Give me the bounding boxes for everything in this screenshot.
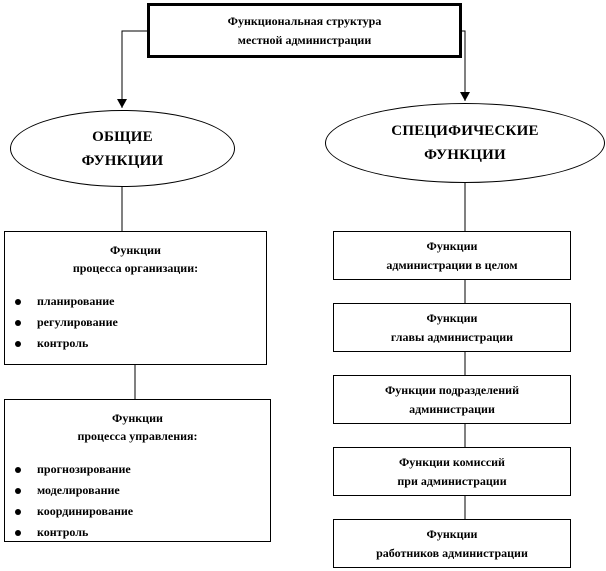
bullet-icon (15, 341, 21, 347)
list-item-label: регулирование (37, 315, 118, 329)
diagram-title-box: Функциональная структура местной админис… (147, 3, 462, 58)
employees-functions-line-1: Функции (426, 526, 478, 541)
commissions-functions-line-2: при администрации (397, 473, 507, 488)
administration-functions-line-1: Функции (426, 238, 478, 253)
organization-functions-box: Функции процесса организации: планирован… (4, 231, 267, 365)
bullet-icon (15, 530, 21, 536)
head-functions-box: Функции главы администрации (333, 303, 571, 352)
bullet-icon (15, 509, 21, 515)
administration-functions-line-2: администрации в целом (386, 257, 518, 272)
departments-functions-line-2: администрации (409, 401, 495, 416)
list-item-label: прогнозирование (37, 462, 131, 476)
list-item-label: контроль (37, 336, 89, 350)
management-functions-list: прогнозирование моделирование координиро… (5, 459, 270, 543)
departments-functions-box: Функции подразделений администрации (333, 375, 571, 424)
management-functions-heading: Функции процесса управления: (5, 400, 270, 445)
commissions-functions-line-1: Функции комиссий (399, 454, 505, 469)
general-functions-line-1: ОБЩИЕ (92, 128, 153, 145)
organization-functions-heading: Функции процесса организации: (5, 232, 266, 277)
employees-functions-box: Функции работников администрации (333, 519, 571, 568)
organization-functions-list: планирование регулирование контроль (5, 291, 266, 354)
list-item: регулирование (5, 312, 266, 333)
head-functions-line-2: главы администрации (390, 329, 514, 344)
organization-heading-line-1: Функции (110, 243, 161, 257)
list-item: координирование (5, 501, 270, 522)
list-item-label: контроль (37, 525, 89, 539)
diagram-title-line-2: местной администрации (237, 32, 372, 47)
bullet-icon (15, 299, 21, 305)
list-item: моделирование (5, 480, 270, 501)
list-item-label: координирование (37, 504, 134, 518)
employees-functions-line-2: работников администрации (376, 545, 528, 560)
head-functions-line-1: Функции (426, 310, 478, 325)
arrow-to-general-functions (117, 30, 147, 108)
diagram-title-line-1: Функциональная структура (227, 13, 382, 28)
management-functions-box: Функции процесса управления: прогнозиров… (4, 399, 271, 542)
list-item: контроль (5, 333, 266, 354)
specific-functions-line-1: СПЕЦИФИЧЕСКИЕ (391, 123, 539, 139)
list-item: планирование (5, 291, 266, 312)
organization-heading-line-2: процесса организации: (72, 261, 199, 275)
bullet-icon (15, 488, 21, 494)
general-functions-line-2: ФУНКЦИИ (81, 152, 164, 169)
arrow-to-specific-functions (460, 30, 470, 101)
list-item: прогнозирование (5, 459, 270, 480)
specific-functions-ellipse: СПЕЦИФИЧЕСКИЕ ФУНКЦИИ (325, 103, 605, 183)
list-item-label: моделирование (37, 483, 120, 497)
list-item: контроль (5, 522, 270, 543)
specific-functions-line-2: ФУНКЦИИ (424, 147, 506, 163)
management-heading-line-1: Функции (112, 411, 163, 425)
bullet-icon (15, 467, 21, 473)
departments-functions-line-1: Функции подразделений (385, 382, 519, 397)
list-item-label: планирование (37, 294, 115, 308)
bullet-icon (15, 320, 21, 326)
management-heading-line-2: процесса управления: (77, 429, 198, 443)
administration-functions-box: Функции администрации в целом (333, 231, 571, 280)
general-functions-ellipse: ОБЩИЕ ФУНКЦИИ (10, 110, 235, 187)
commissions-functions-box: Функции комиссий при администрации (333, 447, 571, 496)
